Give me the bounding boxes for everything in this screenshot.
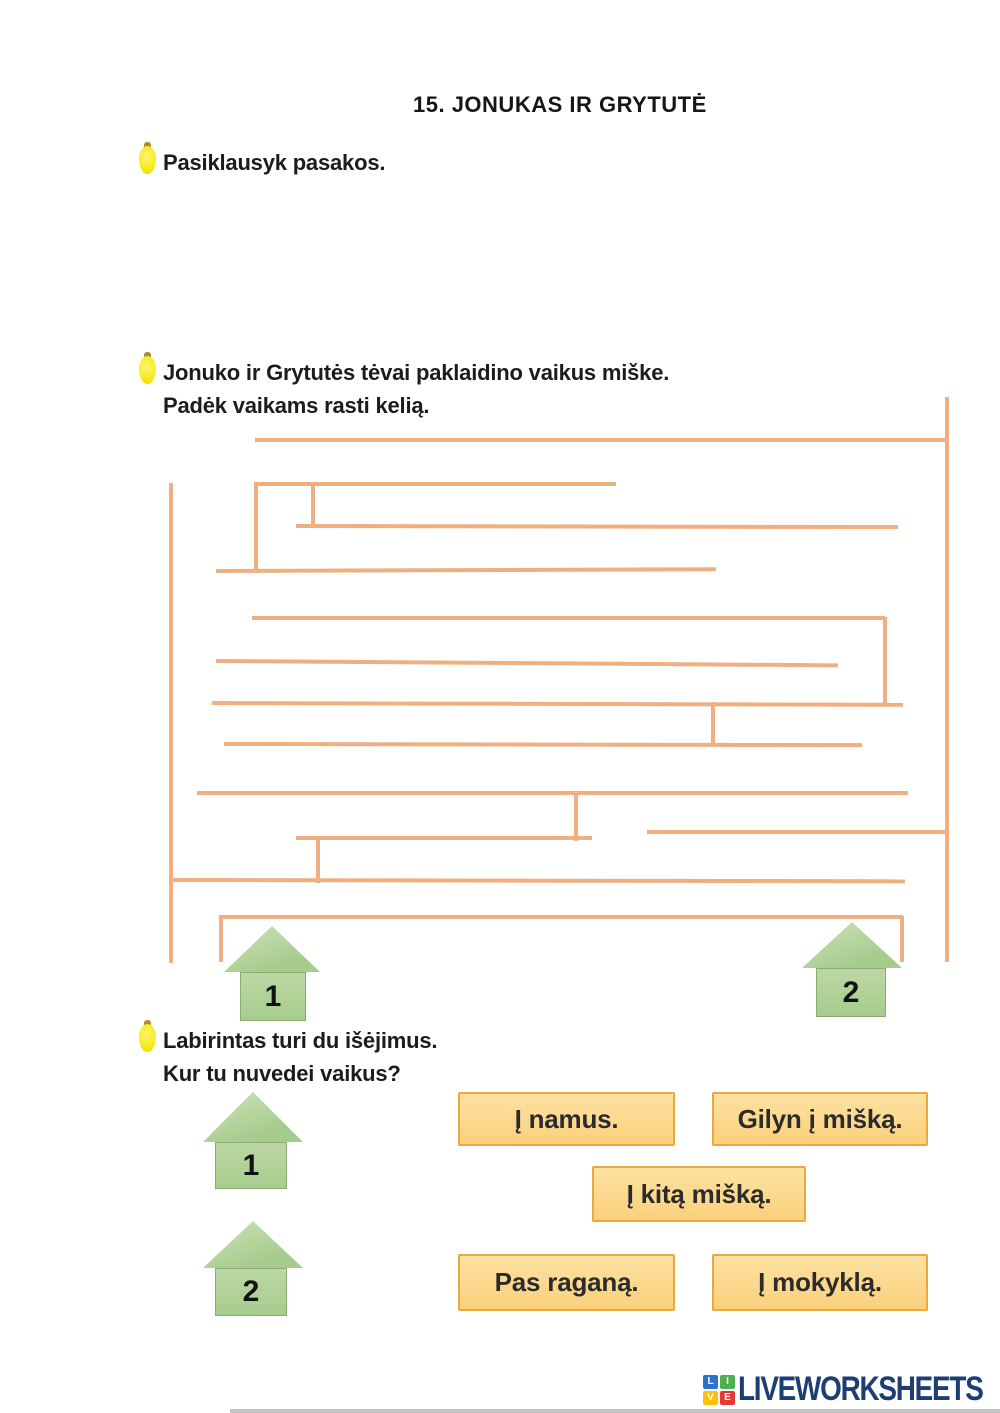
house-roof-icon — [203, 1221, 303, 1268]
maze-wall — [219, 915, 903, 919]
house-body-icon: 1 — [215, 1142, 287, 1189]
maze-exit-label: 1 — [264, 979, 282, 1013]
maze-wall — [711, 702, 715, 746]
bulb-icon — [139, 352, 156, 384]
house-body-icon: 2 — [816, 968, 886, 1017]
question-house-label: 2 — [242, 1275, 260, 1308]
maze-wall — [169, 483, 173, 963]
liveworksheets-tiles-icon: L I V E — [703, 1374, 735, 1405]
maze-wall — [215, 659, 838, 668]
maze-wall — [211, 701, 904, 707]
maze-wall — [945, 397, 949, 962]
answer-card-i-kita-miska[interactable]: Į kitą mišką. — [592, 1166, 806, 1222]
maze-wall — [197, 791, 908, 795]
answer-card-i-namus[interactable]: Į namus. — [458, 1092, 675, 1146]
answer-card-gilyn-i-miska[interactable]: Gilyn į mišką. — [712, 1092, 928, 1146]
bulb-icon — [139, 1020, 156, 1052]
maze-wall — [647, 830, 947, 834]
instruction-maze-line2: Padėk vaikams rasti kelią. — [163, 393, 430, 418]
bulb-glass-icon — [139, 146, 156, 174]
instruction-question-line1: Labirintas turi du išėjimus. — [163, 1028, 438, 1053]
maze-exit-label: 2 — [842, 975, 860, 1009]
maze-wall — [254, 482, 616, 486]
maze-wall — [255, 438, 947, 442]
bulb-glass-icon — [139, 1024, 156, 1052]
bulb-glass-icon — [139, 356, 156, 384]
house-body-icon: 1 — [240, 972, 306, 1021]
instruction-maze: Jonuko ir Grytutės tėvai paklaidino vaik… — [163, 356, 669, 422]
page-title: 15. JONUKAS IR GRYTUTĖ — [413, 92, 707, 117]
maze-wall — [252, 616, 885, 620]
logo-tile-l: L — [703, 1374, 718, 1389]
house-roof-icon — [802, 922, 902, 968]
house-roof-icon — [203, 1092, 303, 1142]
maze-wall — [223, 742, 863, 748]
page-edge-artifact — [230, 1409, 1000, 1413]
liveworksheets-wordmark: LIVEWORKSHEETS — [738, 1370, 984, 1408]
maze-wall — [900, 916, 904, 962]
answer-card-pas-ragana[interactable]: Pas raganą. — [458, 1254, 675, 1311]
logo-tile-v: V — [703, 1390, 718, 1405]
maze-wall — [215, 567, 717, 573]
maze-wall — [296, 836, 592, 840]
maze-wall — [574, 792, 578, 841]
question-house-label: 1 — [242, 1148, 260, 1182]
maze-wall — [295, 524, 899, 530]
instruction-question-line2: Kur tu nuvedei vaikus? — [163, 1061, 401, 1086]
house-body-icon: 2 — [215, 1268, 287, 1316]
logo-tile-i: I — [720, 1374, 735, 1389]
instruction-maze-line1: Jonuko ir Grytutės tėvai paklaidino vaik… — [163, 360, 670, 385]
maze-wall — [219, 916, 223, 962]
logo-tile-e: E — [720, 1390, 735, 1405]
maze-wall — [254, 483, 258, 572]
instruction-question: Labirintas turi du išėjimus. Kur tu nuve… — [163, 1024, 438, 1090]
instruction-listen: Pasiklausyk pasakos. — [163, 150, 386, 175]
maze-wall — [883, 617, 887, 706]
maze-wall — [316, 837, 320, 883]
bulb-icon — [139, 142, 156, 174]
house-roof-icon — [224, 926, 320, 972]
liveworksheets-logo: L I V E LIVEWORKSHEETS — [703, 1370, 1000, 1409]
maze-wall — [168, 878, 906, 884]
answer-card-i-mokykla[interactable]: Į mokyklą. — [712, 1254, 928, 1311]
maze-wall — [311, 483, 315, 527]
